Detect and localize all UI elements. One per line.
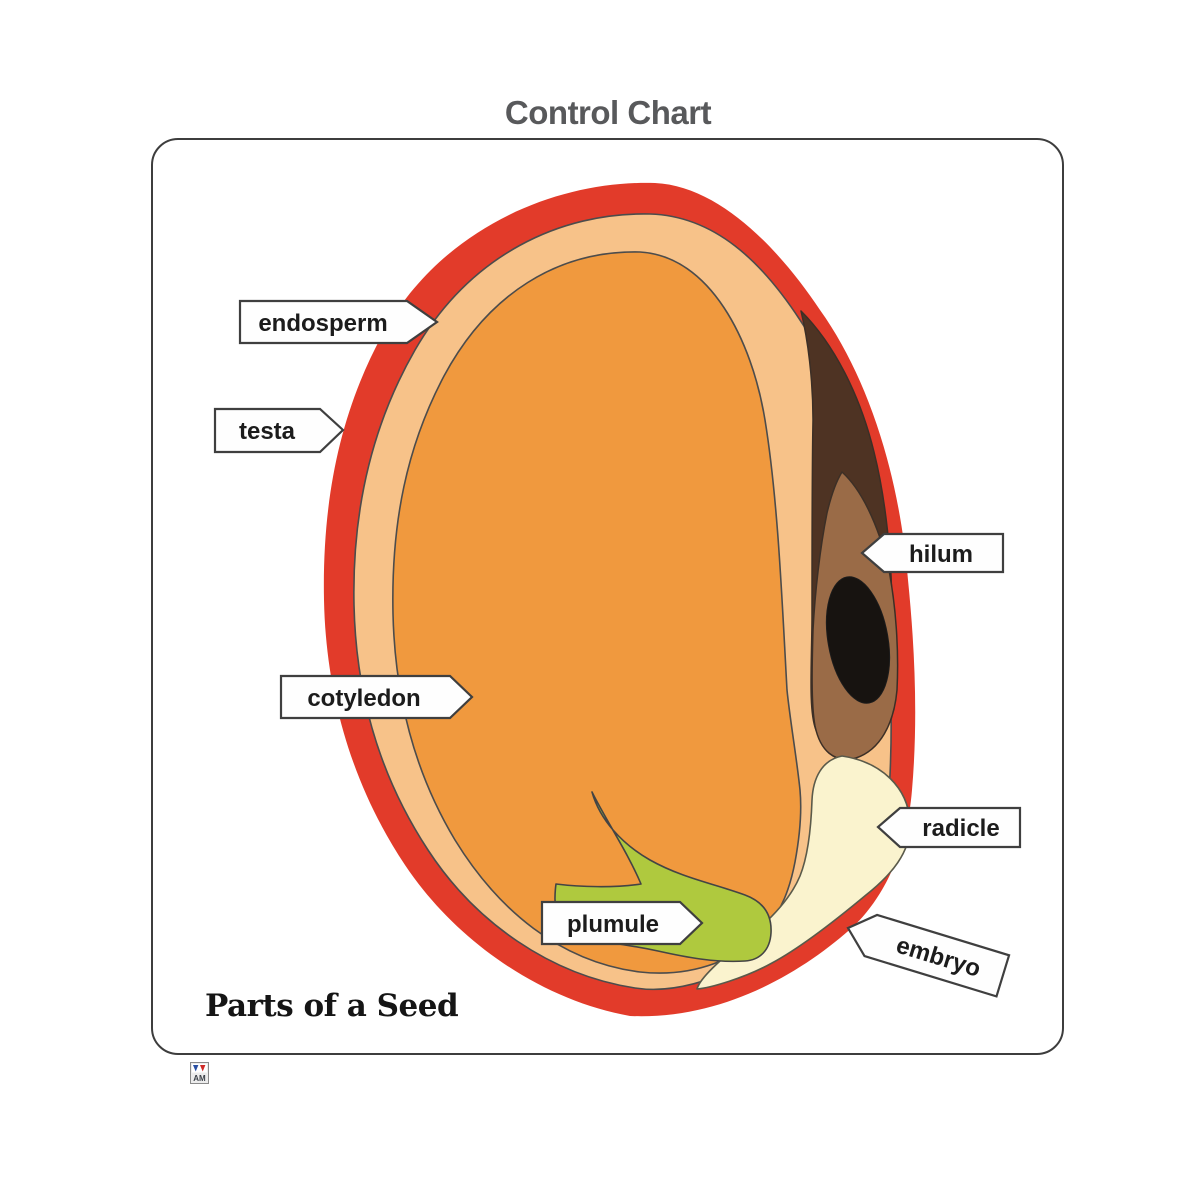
label-radicle-box (876, 806, 1022, 849)
label-hilum-text: hilum (909, 541, 973, 568)
label-plumule-box (540, 900, 704, 946)
page-title: Control Chart (505, 94, 712, 131)
label-testa-box (213, 407, 345, 454)
logo-top-panel (192, 1064, 207, 1073)
publisher-logo: AM (190, 1062, 209, 1084)
label-endosperm: endosperm (238, 299, 439, 345)
label-testa-text: testa (239, 418, 296, 445)
label-cotyledon-text: cotyledon (307, 685, 420, 712)
label-plumule-text: plumule (567, 911, 659, 938)
logo-blue-triangle-icon (193, 1065, 199, 1072)
label-endosperm-text: endosperm (258, 310, 387, 337)
label-radicle: radicle (876, 806, 1022, 849)
callout-labels: endosperm testa hilum cotyledon radicle … (213, 299, 1022, 998)
label-testa: testa (213, 407, 345, 454)
label-hilum: hilum (860, 532, 1005, 574)
logo-red-triangle-icon (200, 1065, 206, 1072)
footer-caption: Parts of a Seed (205, 988, 458, 1024)
hilum-black-shape (825, 576, 891, 704)
label-radicle-text: radicle (922, 815, 999, 842)
label-plumule: plumule (540, 900, 704, 946)
seed-illustration (323, 182, 916, 1017)
label-embryo-box (846, 913, 1011, 998)
label-cotyledon-box (279, 674, 474, 720)
cotyledon-shape (392, 251, 802, 974)
label-cotyledon: cotyledon (279, 674, 474, 720)
label-hilum-box (860, 532, 1005, 574)
label-endosperm-box (238, 299, 439, 345)
logo-text: AM (193, 1074, 206, 1083)
